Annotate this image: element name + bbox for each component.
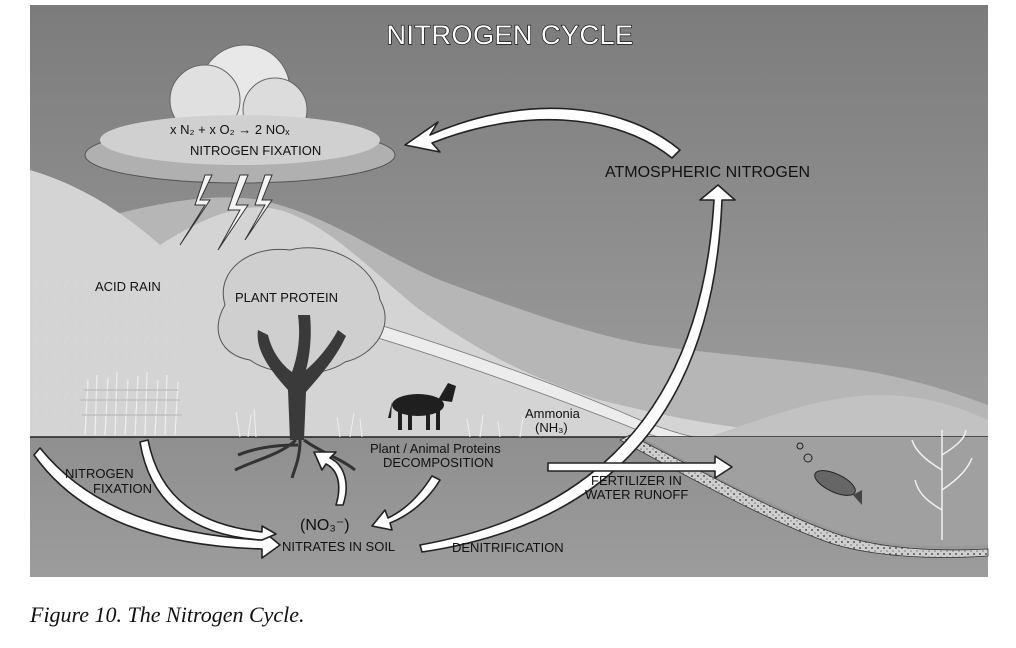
tree-icon: [217, 247, 386, 479]
acid-rain-label: ACID RAIN: [95, 279, 161, 294]
arrow-denitrification-up: [419, 184, 736, 553]
figure-caption: Figure 10. The Nitrogen Cycle.: [30, 602, 305, 627]
arrow-fixation-to-nitrates: [33, 447, 281, 559]
cloud-equation-label: x N₂ + x O₂ → 2 NOₓ: [170, 122, 290, 137]
arrows: [33, 107, 736, 559]
diagram-title: NITROGEN CYCLE: [386, 20, 633, 50]
nitrogen-fixation-cloud-label: NITROGEN FIXATION: [190, 143, 321, 158]
nitrogen-fixation-soil-line2: FIXATION: [93, 481, 152, 496]
decomposition-line1: Plant / Animal Proteins: [370, 441, 501, 456]
plant-protein-label: PLANT PROTEIN: [235, 290, 338, 305]
cornstalk-icon: [911, 429, 973, 540]
arrow-atmosphere-to-cloud: [404, 107, 681, 159]
atmospheric-nitrogen-label: ATMOSPHERIC NITROGEN: [605, 164, 810, 181]
ammonia-formula-label: (NH₃): [535, 420, 568, 435]
arrow-fertilizer: [547, 455, 733, 479]
nitrates-in-soil-label: NITRATES IN SOIL: [282, 539, 395, 554]
fertilizer-line2: WATER RUNOFF: [585, 487, 688, 502]
right-hill: [700, 395, 988, 440]
corn-icon: [80, 371, 182, 436]
fish-icon: [796, 442, 862, 505]
denitrification-label: DENITRIFICATION: [452, 540, 564, 555]
ammonia-label: Ammonia: [525, 406, 581, 421]
arrow-corn-to-nitrates: [139, 439, 277, 541]
arrow-nitrates-to-tree: [313, 451, 347, 506]
arrow-decomposition-to-nitrates: [371, 475, 441, 531]
fertilizer-line1: FERTILIZER IN: [591, 473, 682, 488]
decomposition-line2: DECOMPOSITION: [383, 455, 494, 470]
nitrogen-fixation-soil-line1: NITROGEN: [65, 466, 134, 481]
grass: [235, 408, 524, 438]
donkey-icon: [388, 383, 456, 430]
lightning-icon: [179, 174, 273, 251]
near-mountain: [30, 170, 760, 440]
lake-bed: [619, 434, 989, 558]
cloud-icon: [84, 44, 396, 184]
nitrate-formula-label: (NO₃⁻): [300, 517, 350, 534]
